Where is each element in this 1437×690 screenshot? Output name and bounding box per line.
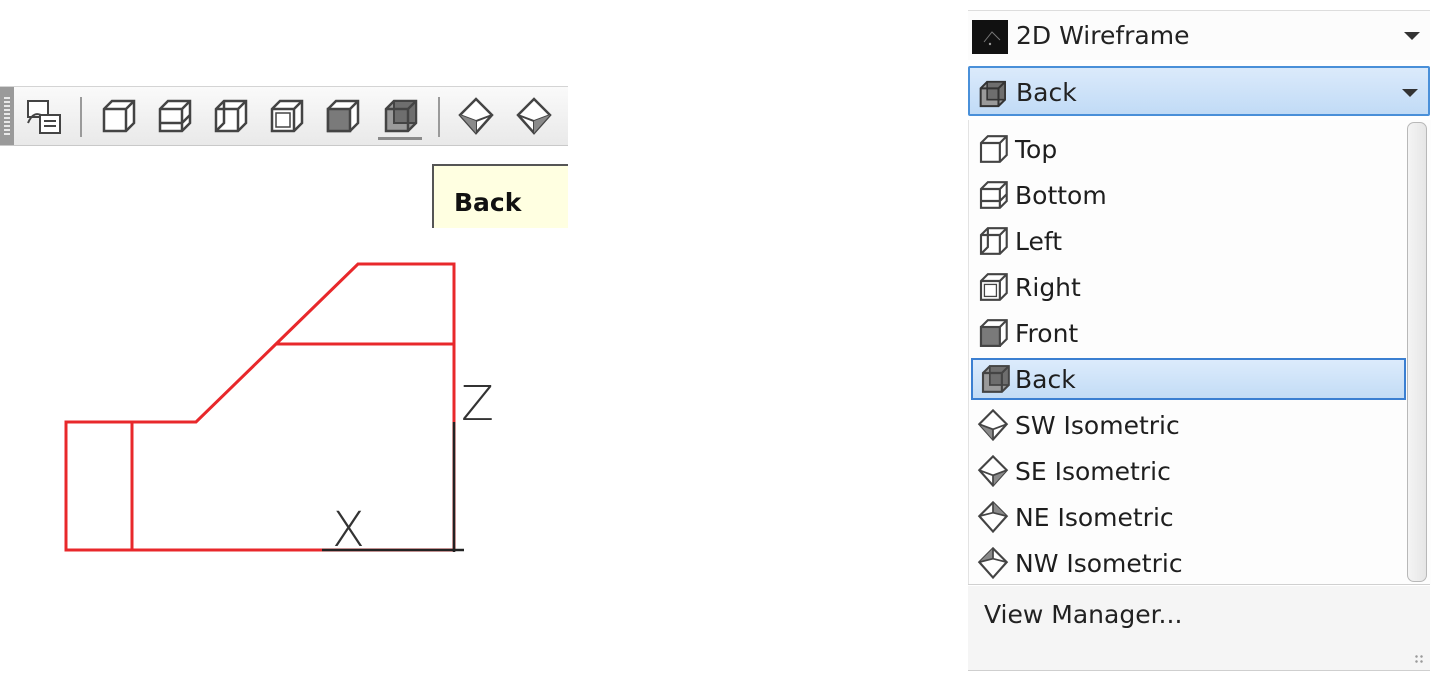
view-item-right[interactable]: Right bbox=[971, 266, 1406, 308]
visual-style-label: 2D Wireframe bbox=[1016, 21, 1190, 50]
cad-drawing-area bbox=[64, 262, 464, 552]
front-view-icon bbox=[974, 315, 1012, 351]
sw-isometric-button[interactable] bbox=[454, 95, 498, 137]
back-view-button[interactable] bbox=[378, 95, 422, 140]
axis-z-label: Z bbox=[461, 376, 494, 432]
front-view-icon bbox=[326, 99, 360, 133]
se-isometric-button[interactable] bbox=[512, 95, 556, 137]
right-view-icon bbox=[270, 99, 304, 133]
named-views-button[interactable] bbox=[22, 95, 66, 137]
visual-style-dropdown[interactable]: 2D Wireframe bbox=[968, 10, 1430, 60]
view-list-footer bbox=[968, 586, 1430, 671]
view-item-left[interactable]: Left bbox=[971, 220, 1406, 262]
view-item-back[interactable]: Back bbox=[971, 358, 1406, 400]
axis-x-label: X bbox=[332, 502, 365, 558]
toolbar-separator bbox=[438, 97, 440, 137]
toolbar-separator bbox=[80, 97, 82, 137]
bottom-view-button[interactable] bbox=[152, 95, 196, 137]
back-tooltip: Back bbox=[432, 164, 568, 228]
top-view-button[interactable] bbox=[96, 95, 140, 137]
view-item-label: SW Isometric bbox=[1015, 411, 1180, 440]
bottom-view-icon bbox=[158, 99, 192, 133]
top-view-icon bbox=[974, 131, 1012, 167]
view-item-label: Top bbox=[1015, 135, 1058, 164]
front-view-button[interactable] bbox=[320, 95, 364, 137]
sw-isometric-icon bbox=[458, 97, 494, 135]
view-manager-item[interactable]: View Manager... bbox=[984, 600, 1183, 629]
top-view-icon bbox=[102, 99, 136, 133]
sw-isometric-icon bbox=[974, 407, 1012, 443]
left-view-icon bbox=[214, 99, 248, 133]
view-item-label: Bottom bbox=[1015, 181, 1107, 210]
view-item-label: Right bbox=[1015, 273, 1081, 302]
view-controls-panel: 2D Wireframe Back Top Bottom bbox=[968, 8, 1431, 671]
left-view-button[interactable] bbox=[208, 95, 252, 137]
toolbar-grip[interactable] bbox=[0, 87, 14, 145]
ne-isometric-icon bbox=[974, 499, 1012, 535]
view-item-ne-isometric[interactable]: NE Isometric bbox=[971, 496, 1406, 538]
bottom-view-icon bbox=[974, 177, 1012, 213]
divider bbox=[968, 584, 1430, 585]
view-item-label: NE Isometric bbox=[1015, 503, 1174, 532]
view-item-front[interactable]: Front bbox=[971, 312, 1406, 354]
view-item-sw-isometric[interactable]: SW Isometric bbox=[971, 404, 1406, 446]
right-view-icon bbox=[974, 269, 1012, 305]
se-isometric-icon bbox=[974, 453, 1012, 489]
view-item-label: NW Isometric bbox=[1015, 549, 1183, 578]
back-view-icon bbox=[384, 99, 418, 133]
back-view-icon bbox=[974, 77, 1010, 111]
view-item-label: Left bbox=[1015, 227, 1063, 256]
right-view-button[interactable] bbox=[264, 95, 308, 137]
left-view-icon bbox=[974, 223, 1012, 259]
view-dropdown-label: Back bbox=[1016, 78, 1077, 107]
view-item-se-isometric[interactable]: SE Isometric bbox=[971, 450, 1406, 492]
nw-isometric-icon bbox=[974, 545, 1012, 581]
chevron-down-icon[interactable] bbox=[1402, 89, 1418, 97]
ucs-axes bbox=[322, 422, 464, 552]
view-list-scrollbar[interactable] bbox=[1407, 122, 1427, 582]
view-item-label: Front bbox=[1015, 319, 1079, 348]
view-item-label: Back bbox=[1015, 365, 1076, 394]
tooltip-text: Back bbox=[454, 188, 522, 217]
wireframe-icon bbox=[972, 20, 1008, 54]
view-dropdown[interactable]: Back bbox=[968, 66, 1430, 116]
view-item-top[interactable]: Top bbox=[971, 128, 1406, 170]
view-item-bottom[interactable]: Bottom bbox=[971, 174, 1406, 216]
view-item-label: SE Isometric bbox=[1015, 457, 1171, 486]
named-views-icon bbox=[27, 100, 61, 134]
view-item-nw-isometric[interactable]: NW Isometric bbox=[971, 542, 1406, 584]
chevron-down-icon[interactable] bbox=[1404, 32, 1420, 40]
view-toolbar bbox=[0, 86, 568, 146]
part-outline bbox=[64, 262, 456, 552]
resize-grip[interactable] bbox=[1414, 654, 1424, 664]
se-isometric-icon bbox=[516, 97, 552, 135]
view-list: Top Bottom Left Right Front bbox=[968, 120, 1431, 584]
back-view-icon bbox=[976, 361, 1014, 397]
